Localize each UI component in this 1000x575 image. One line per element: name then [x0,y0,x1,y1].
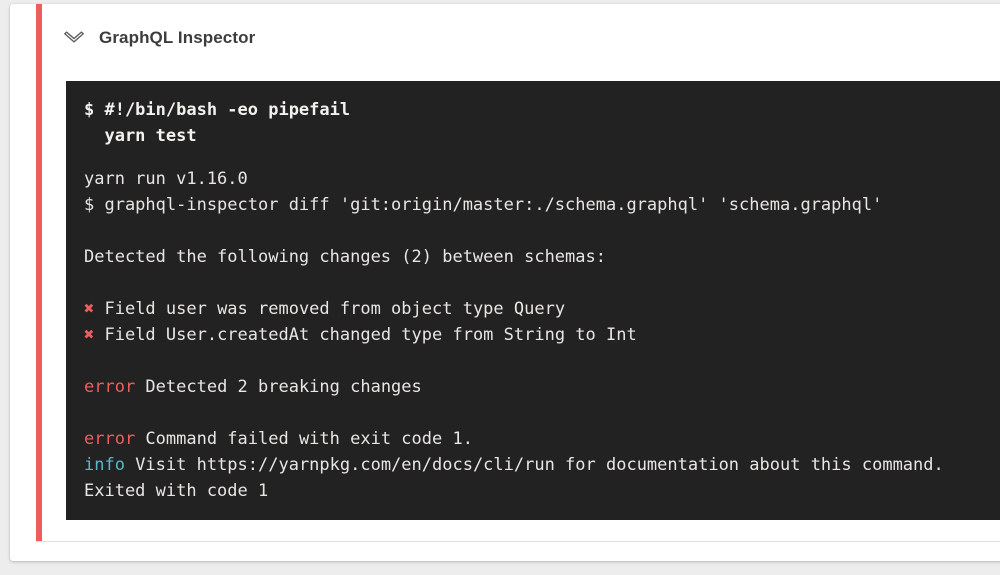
chevron-down-icon[interactable] [62,26,86,50]
terminal-output: $ #!/bin/bash -eo pipefail yarn test yar… [66,81,1000,520]
error-marker: ✖ [84,325,95,345]
step-title: GraphQL Inspector [99,28,256,47]
step-row-divider [36,541,1000,542]
step-row-graphql-inspector: GraphQL Inspector $ #!/bin/bash -eo pipe… [10,4,1000,542]
output-block: yarn run v1.16.0$ graphql-inspector diff… [84,169,944,501]
build-step-card: GraphQL Inspector $ #!/bin/bash -eo pipe… [10,4,1000,561]
error-marker: error [84,429,136,449]
failed-status-stripe [36,4,42,541]
info-marker: info [84,455,125,475]
error-marker: ✖ [84,299,95,319]
step-header[interactable]: GraphQL Inspector [62,26,1000,50]
command-block: $ #!/bin/bash -eo pipefail yarn test [84,100,351,146]
error-marker: error [84,377,136,397]
card-footer [10,542,1000,561]
